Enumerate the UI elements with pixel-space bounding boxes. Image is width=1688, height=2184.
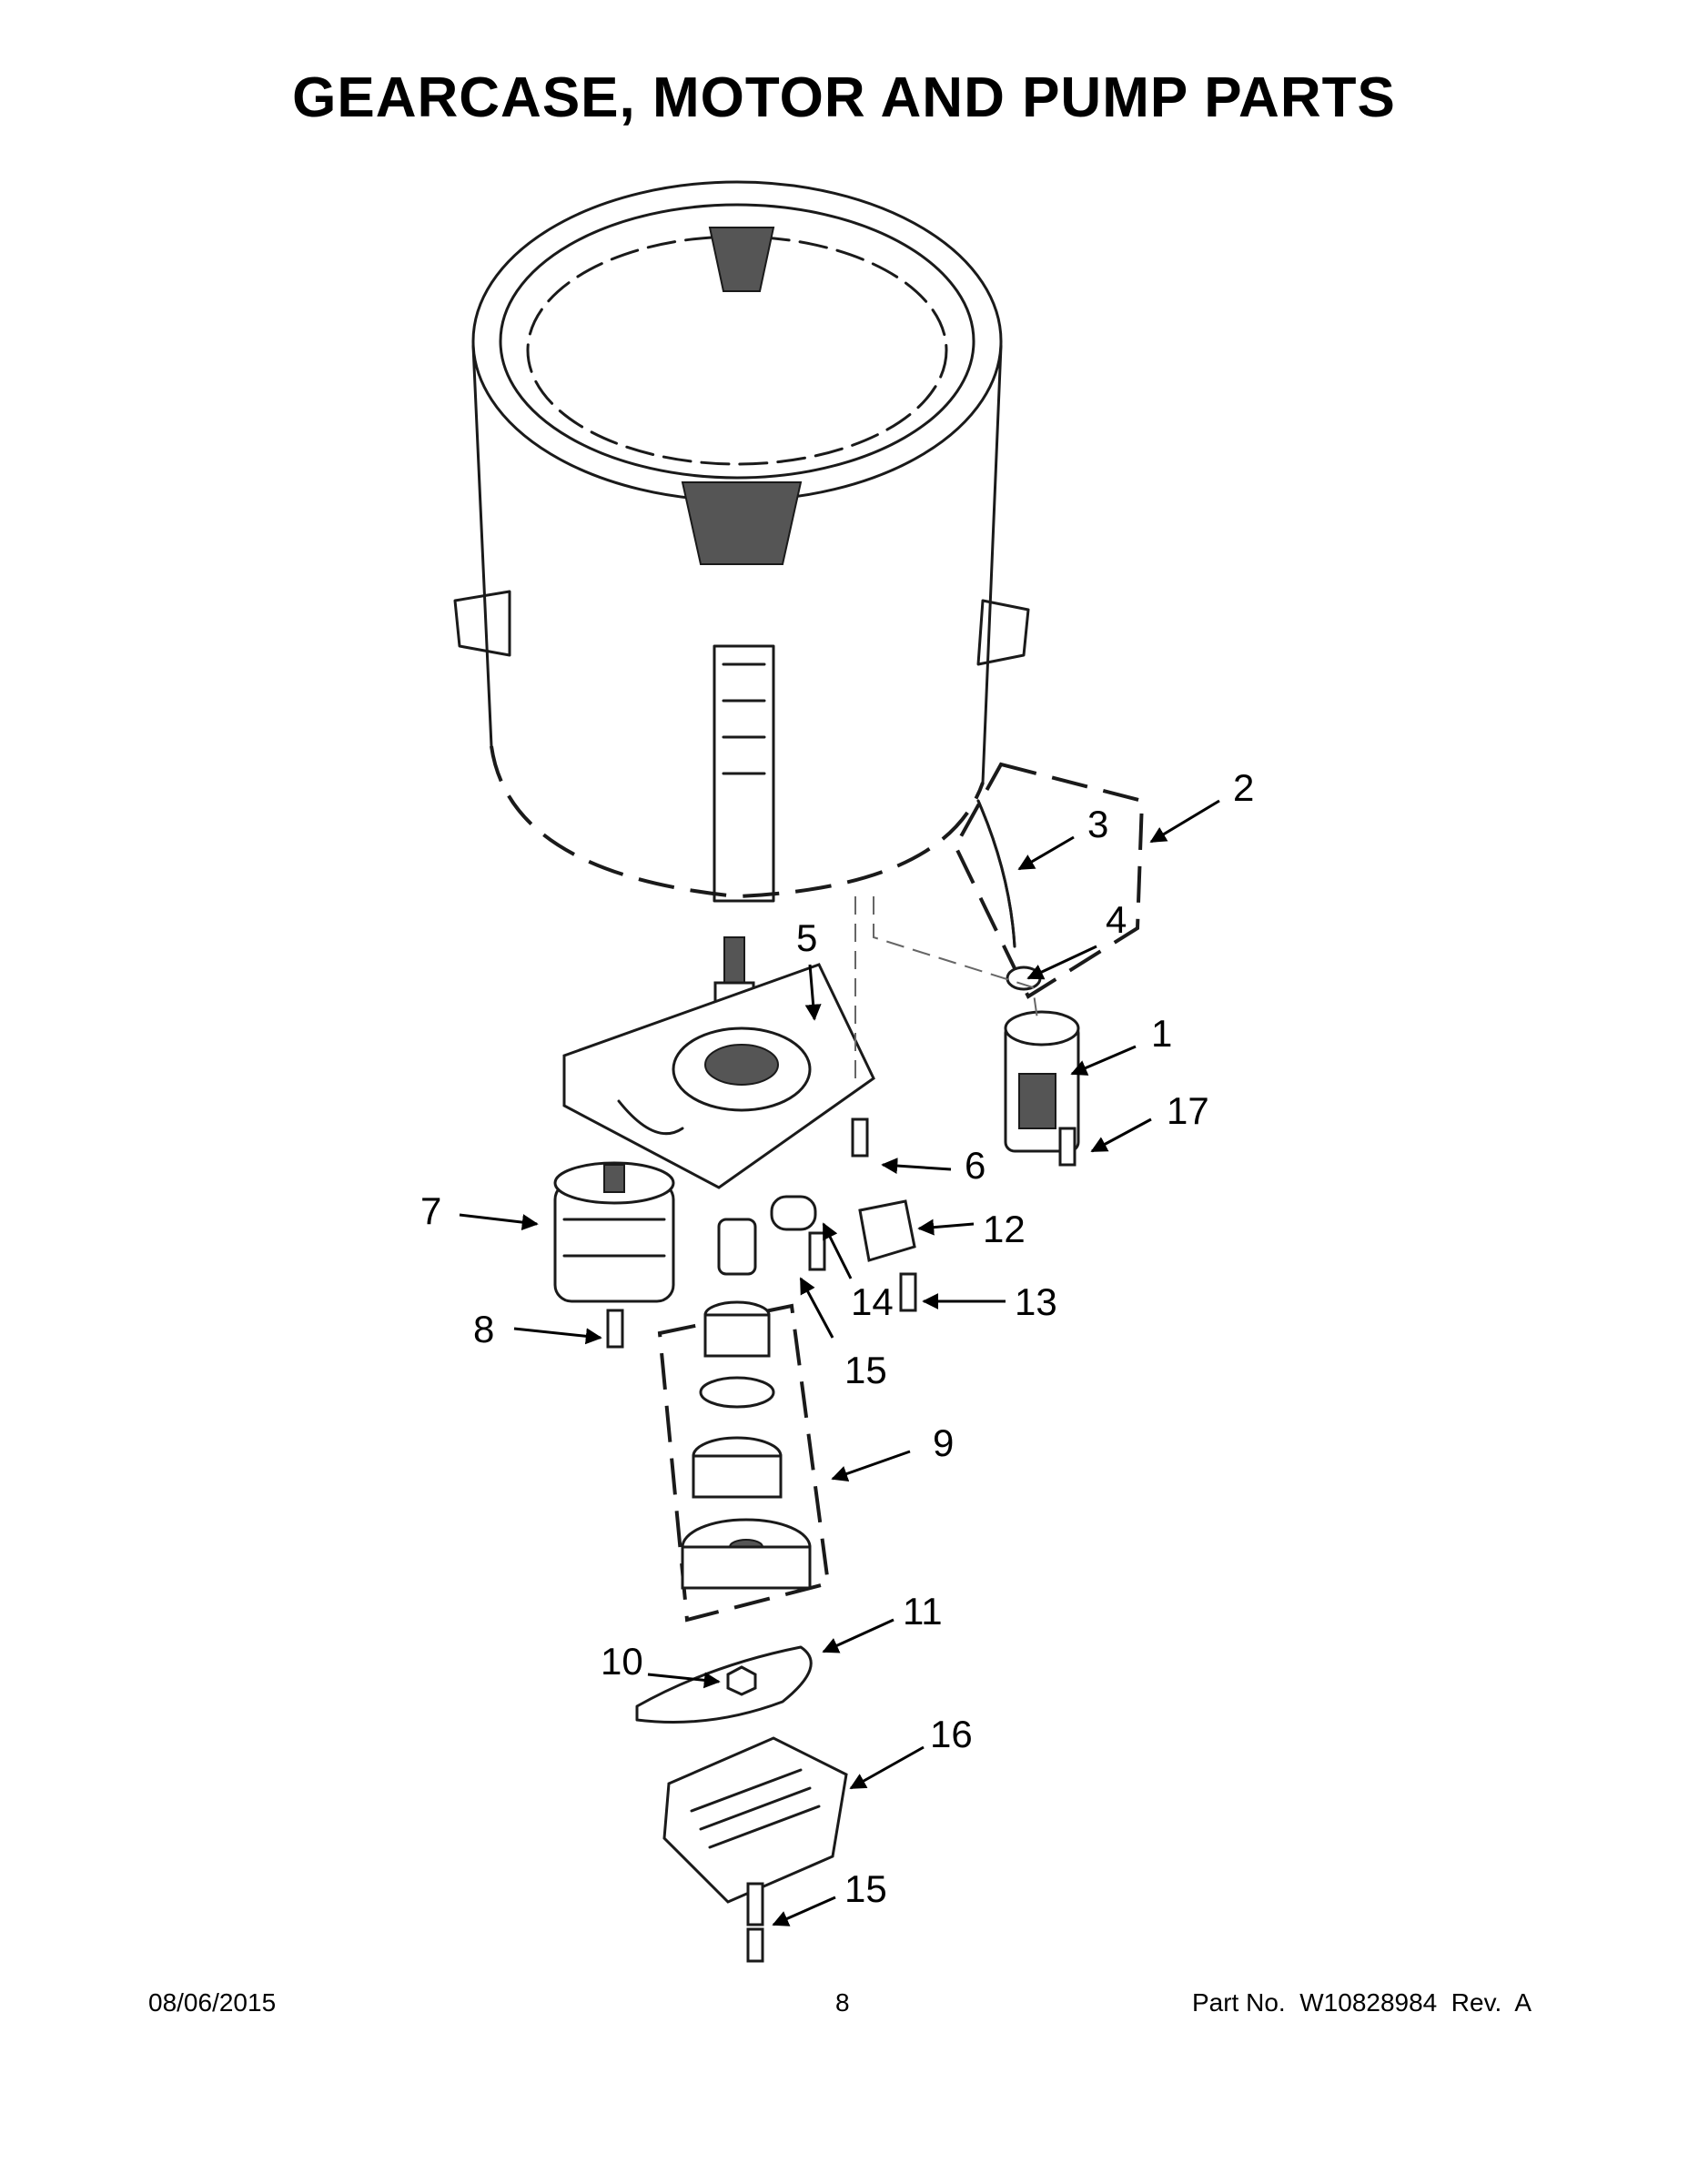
callout-14: 14 <box>851 1280 894 1323</box>
drain-hose-group <box>953 762 1145 999</box>
callout-10: 10 <box>601 1640 643 1683</box>
callout-1: 1 <box>1151 1012 1172 1055</box>
callout-2: 2 <box>1233 766 1254 809</box>
callout-15: 15 <box>844 1349 887 1391</box>
callout-labels: 1 2 3 4 5 6 7 8 9 10 11 12 13 14 15 16 1… <box>420 766 1254 1910</box>
clutch-pulley-group <box>657 1218 831 1623</box>
callout-7: 7 <box>420 1189 441 1232</box>
footer-part-number: Part No. W10828984 Rev. A <box>1191 1988 1531 2017</box>
outer-tub <box>453 180 1030 903</box>
callout-17: 17 <box>1167 1089 1209 1132</box>
fasteners-and-small-parts <box>770 1117 1076 1312</box>
callout-6: 6 <box>965 1144 986 1187</box>
footer-date: 08/06/2015 <box>148 1988 277 2017</box>
drain-pump <box>873 896 1080 1153</box>
callout-12: 12 <box>983 1208 1026 1250</box>
footer-page-number: 8 <box>835 1988 850 2017</box>
callout-3: 3 <box>1087 803 1108 845</box>
callout-9: 9 <box>933 1421 954 1464</box>
leader-lines <box>459 799 1220 1926</box>
callout-4: 4 <box>1106 898 1127 941</box>
gearcase-assembly <box>562 896 875 1189</box>
callout-5: 5 <box>796 916 817 959</box>
callout-15-lower: 15 <box>844 1867 887 1910</box>
motor-shield <box>662 1736 848 1963</box>
drive-motor <box>553 1161 675 1349</box>
callout-8: 8 <box>473 1308 494 1350</box>
callout-13: 13 <box>1015 1280 1057 1323</box>
callout-16: 16 <box>930 1713 973 1755</box>
callout-11: 11 <box>903 1590 943 1633</box>
page-title: GEARCASE, MOTOR AND PUMP PARTS <box>292 66 1396 129</box>
drive-belt <box>635 1645 813 1724</box>
